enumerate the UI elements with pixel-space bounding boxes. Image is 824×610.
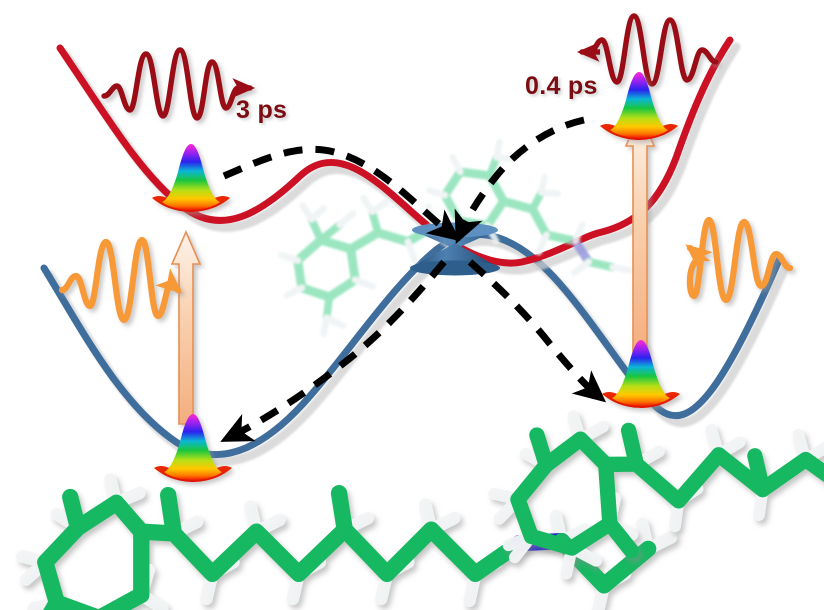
timescale-label-04ps: 0.4 ps: [525, 72, 598, 100]
wavepacket-body: [162, 144, 220, 210]
wavepacket-body: [164, 414, 222, 480]
dashed-arrow-excited-to-ci: [222, 145, 461, 242]
wavepacket-ground-right: [602, 340, 680, 408]
pulse-pump-right-wave: [576, 13, 719, 87]
molecule-ground-left: [15, 473, 678, 610]
wavepacket-body: [610, 72, 668, 138]
timescale-label-3ps: 3 ps: [236, 96, 288, 124]
dashed-arrow-ci-to-ground-left: [220, 259, 447, 442]
pulse-probe-left: [58, 236, 183, 324]
transfer-arrows: [220, 116, 607, 442]
pulse-probe-right-wave: [685, 216, 794, 304]
molecule-ci-left: [278, 194, 481, 338]
ground-curve-line: [40, 230, 784, 459]
dashed-arrow-right-to-ci: [454, 116, 585, 245]
wavepacket-body: [612, 340, 670, 406]
pulse-pump-left-wave: [101, 47, 256, 121]
wavepacket-excited-right: [600, 72, 678, 140]
pulse-probe-left-wave: [58, 236, 183, 324]
conical-intersection: [410, 222, 500, 276]
molecule-ground-right: [488, 388, 824, 580]
dashed-arrow-ci-to-ground-right: [467, 259, 607, 403]
excitation-arrow-left-shape: [170, 230, 202, 425]
wavepacket-ground-left: [154, 414, 232, 482]
excitation-arrow-left: [170, 230, 202, 425]
pulse-pump-left: [101, 47, 256, 121]
lower-cone-rim: [410, 260, 500, 276]
pulse-probe-right: [685, 216, 794, 304]
upper-cone-rim: [412, 222, 498, 238]
wavepacket-excited-left: [152, 144, 230, 212]
pulse-pump-right: [576, 13, 719, 87]
